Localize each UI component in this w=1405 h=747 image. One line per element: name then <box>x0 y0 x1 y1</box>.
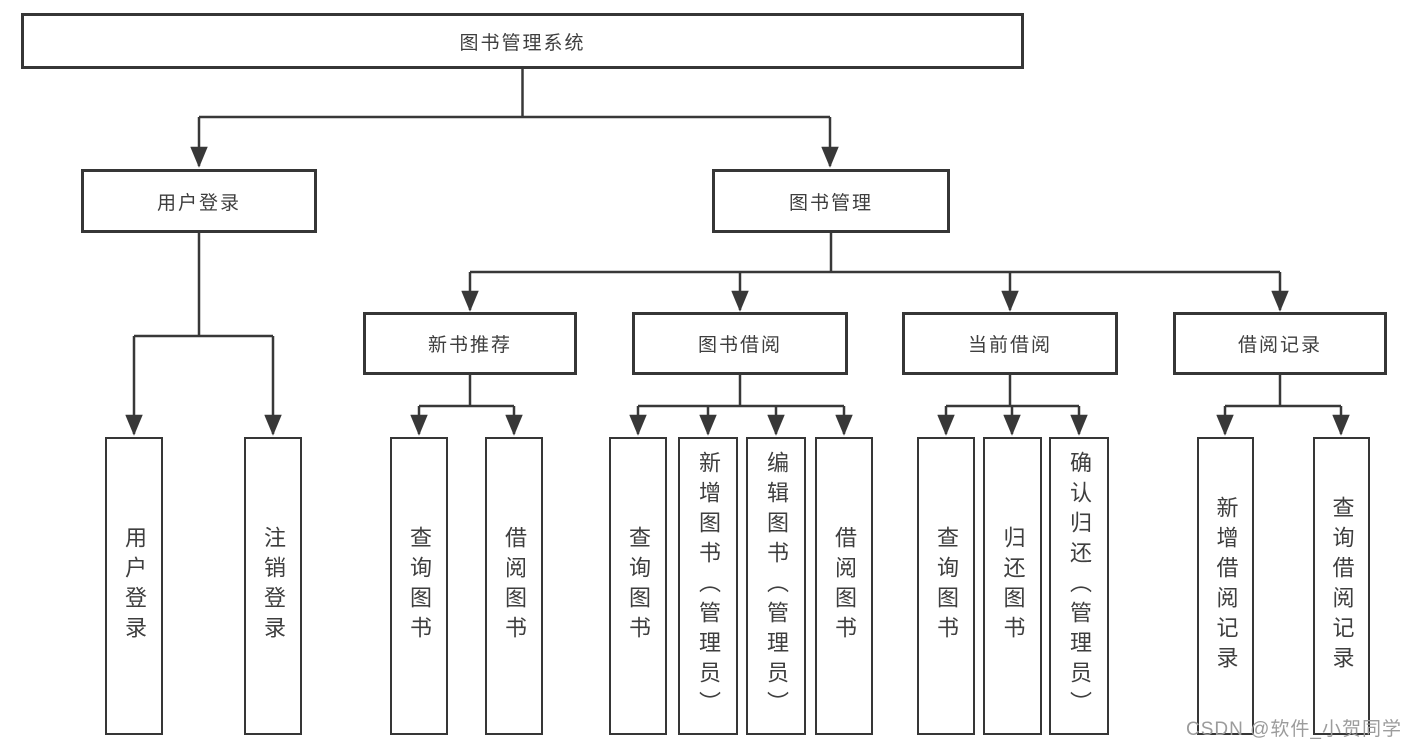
connector-group-user-login <box>125 233 282 436</box>
leaf-query-books-current-label: 查询图书 <box>934 526 959 646</box>
connector-group-new-book <box>410 375 523 436</box>
leaf-user-login: 用户登录 <box>105 437 163 735</box>
leaf-borrow-books-borrow: 借阅图书 <box>815 437 873 735</box>
connector-group-current-borrow <box>937 375 1088 436</box>
leaf-edit-book-admin-label: 编辑图书（管理员） <box>764 451 789 721</box>
node-book-management: 图书管理 <box>712 169 950 233</box>
leaf-query-books-recommend-label: 查询图书 <box>407 526 432 646</box>
leaf-logout: 注销登录 <box>244 437 302 735</box>
leaf-return-books-label: 归还图书 <box>1000 526 1026 646</box>
node-book-borrow-label: 图书借阅 <box>697 335 782 356</box>
leaf-query-books-borrow: 查询图书 <box>609 437 667 735</box>
leaf-borrow-books-recommend: 借阅图书 <box>485 437 543 735</box>
leaf-add-borrow-record-label: 新增借阅记录 <box>1213 496 1239 676</box>
connector-group-book-management <box>461 233 1289 312</box>
leaf-user-login-label: 用户登录 <box>122 526 147 646</box>
node-book-management-label: 图书管理 <box>788 192 873 214</box>
leaf-add-book-admin-label: 新增图书（管理员） <box>696 451 721 721</box>
node-root-label: 图书管理系统 <box>459 32 586 54</box>
leaf-add-borrow-record: 新增借阅记录 <box>1197 437 1254 735</box>
leaf-query-books-recommend: 查询图书 <box>390 437 448 735</box>
node-borrow-records-label: 借阅记录 <box>1237 335 1322 356</box>
node-user-login: 用户登录 <box>81 169 317 233</box>
leaf-logout-label: 注销登录 <box>261 526 286 646</box>
leaf-query-books-current: 查询图书 <box>917 437 975 735</box>
leaf-borrow-books-recommend-label: 借阅图书 <box>502 526 527 646</box>
leaf-add-book-admin: 新增图书（管理员） <box>678 437 738 735</box>
node-user-login-label: 用户登录 <box>156 192 241 214</box>
connector-group-borrow-records <box>1216 375 1350 436</box>
node-borrow-records: 借阅记录 <box>1173 312 1387 375</box>
leaf-query-borrow-record-label: 查询借阅记录 <box>1329 496 1355 676</box>
leaf-confirm-return-admin-label: 确认归还（管理员） <box>1067 451 1092 721</box>
connector-group-book-borrow <box>629 375 853 436</box>
leaf-return-books: 归还图书 <box>983 437 1042 735</box>
leaf-edit-book-admin: 编辑图书（管理员） <box>746 437 806 735</box>
csdn-watermark: CSDN @软件_小贺同学 <box>1186 719 1402 740</box>
node-root: 图书管理系统 <box>21 13 1024 69</box>
leaf-borrow-books-borrow-label: 借阅图书 <box>832 526 857 646</box>
node-book-borrow: 图书借阅 <box>632 312 848 375</box>
leaf-query-books-borrow-label: 查询图书 <box>626 526 651 646</box>
node-new-book-recommend: 新书推荐 <box>363 312 577 375</box>
connector-group-root <box>190 69 839 168</box>
node-current-borrow: 当前借阅 <box>902 312 1118 375</box>
leaf-confirm-return-admin: 确认归还（管理员） <box>1049 437 1109 735</box>
node-current-borrow-label: 当前借阅 <box>967 335 1052 356</box>
leaf-query-borrow-record: 查询借阅记录 <box>1313 437 1370 735</box>
node-new-book-recommend-label: 新书推荐 <box>427 335 512 356</box>
